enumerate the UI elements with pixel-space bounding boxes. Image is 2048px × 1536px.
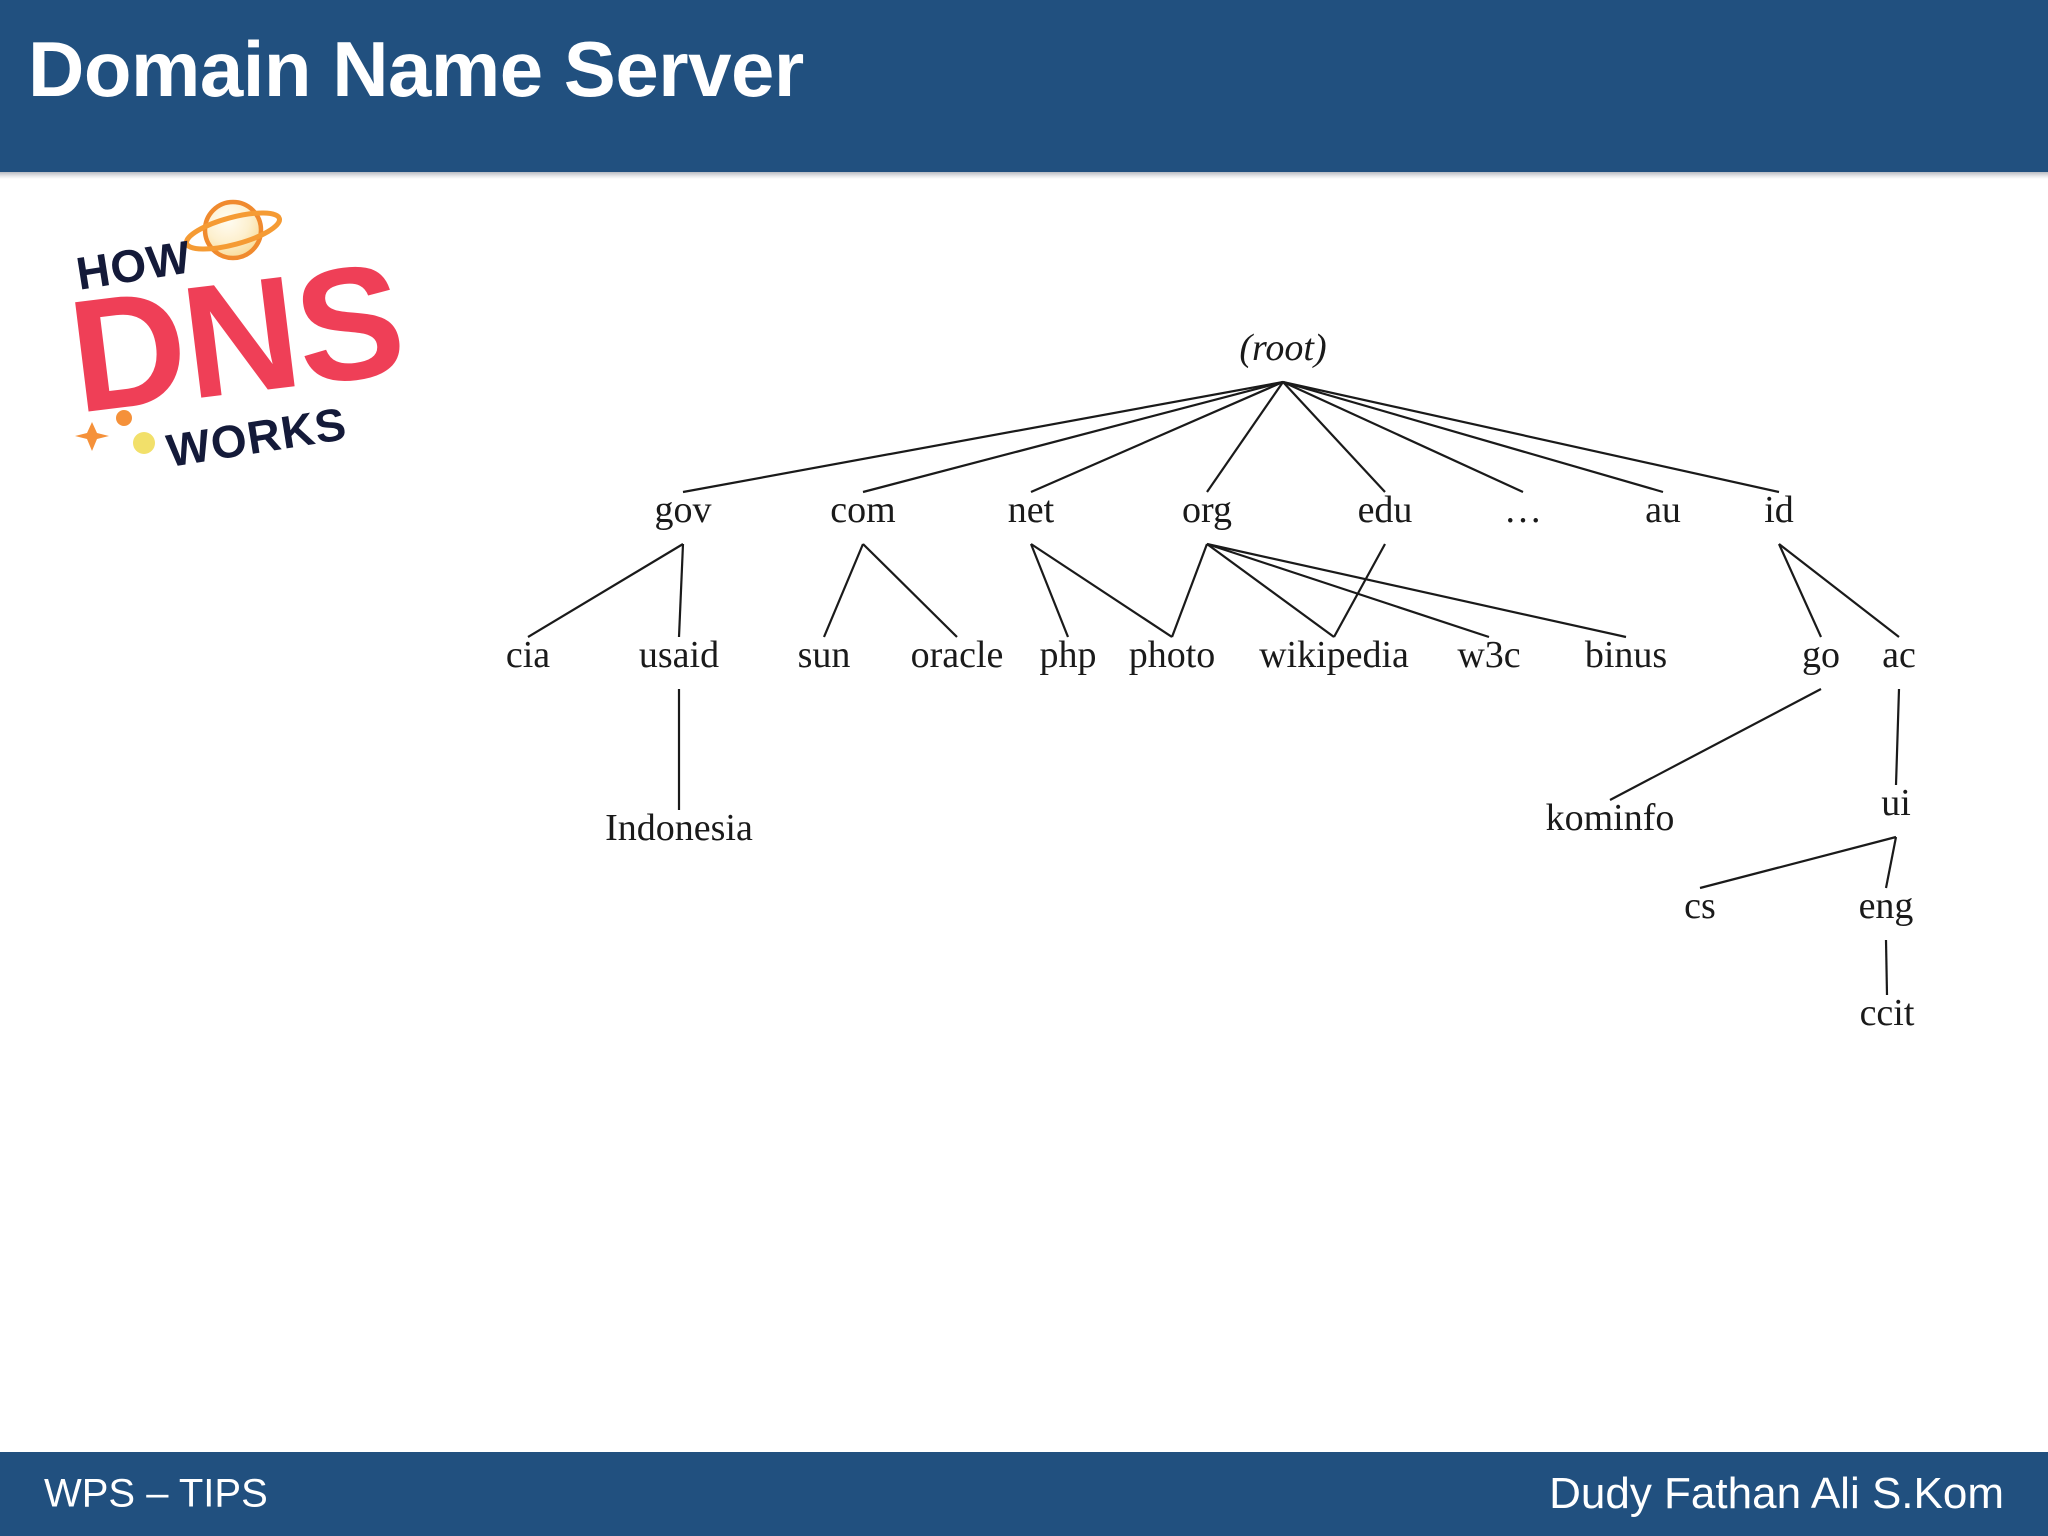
tree-node-id: id — [1764, 489, 1794, 531]
tree-node-net: net — [1008, 489, 1055, 531]
tree-node-indonesia: Indonesia — [605, 807, 753, 849]
tree-node-ellipsis: … — [1504, 489, 1542, 531]
tree-node-w3c: w3c — [1457, 634, 1520, 676]
tree-node-php: php — [1040, 634, 1097, 676]
tree-edge-ui-eng — [1884, 836, 1898, 889]
tree-edge-root-net — [1030, 380, 1284, 494]
tree-edge-root-au — [1282, 380, 1664, 494]
tree-edge-id-go — [1777, 543, 1823, 638]
tree-edge-ac-ui — [1894, 688, 1901, 786]
tree-edge-com-oracle — [862, 543, 958, 638]
tree-edge-id-ac — [1778, 543, 1900, 638]
header-bar: Domain Name Server — [0, 0, 2048, 179]
page-title: Domain Name Server — [28, 25, 804, 113]
tree-edge-root-ellipsis — [1282, 381, 1524, 493]
how-dns-works-logo: HOW DNS WORKS — [60, 186, 411, 477]
tree-node-au: au — [1645, 489, 1681, 531]
tree-node-ccit: ccit — [1860, 992, 1915, 1034]
footer-bar: WPS – TIPS Dudy Fathan Ali S.Kom — [0, 1452, 2048, 1536]
tree-edge-root-org — [1206, 381, 1284, 493]
tree-node-gov: gov — [655, 489, 712, 531]
tree-node-ac: ac — [1882, 634, 1916, 676]
tree-edge-gov-usaid — [677, 543, 685, 638]
tree-edge-net-php — [1029, 543, 1070, 638]
tree-node-wikipedia: wikipedia — [1259, 634, 1409, 676]
tree-edge-ui-cs — [1699, 835, 1897, 890]
tree-node-usaid: usaid — [639, 634, 719, 676]
tree-edge-root-com — [862, 380, 1284, 494]
tree-node-ui: ui — [1881, 782, 1911, 824]
dns-hierarchy-tree: (root) gov com net org edu … au id cia usaid sun ora… — [506, 327, 1916, 1034]
tree-edge-edu-wikipedia — [1333, 543, 1386, 638]
tree-node-sun: sun — [798, 634, 851, 676]
footer-author-label: Dudy Fathan Ali S.Kom — [1549, 1469, 2004, 1518]
tree-node-oracle: oracle — [911, 634, 1004, 676]
tree-node-photo: photo — [1129, 634, 1216, 676]
tree-edge-net-photo — [1030, 543, 1173, 638]
tree-node-cs: cs — [1684, 885, 1716, 927]
tree-node-edu: edu — [1358, 489, 1413, 531]
tree-edge-go-kominfo — [1609, 688, 1822, 801]
tree-node-kominfo: kominfo — [1546, 797, 1675, 839]
tree-edge-org-w3c — [1206, 542, 1490, 639]
tree-edge-com-sun — [822, 543, 865, 638]
tree-node-root: (root) — [1239, 327, 1326, 369]
tree-node-eng: eng — [1859, 885, 1914, 927]
footer-left-label: WPS – TIPS — [44, 1471, 268, 1516]
sparkles-icon — [68, 402, 188, 477]
tree-edge-root-edu — [1282, 381, 1386, 493]
tree-node-group: (root) gov com net org edu … au id cia usaid sun ora… — [506, 327, 1916, 1034]
tree-node-go: go — [1802, 634, 1840, 676]
tree-edge-gov-cia — [527, 543, 684, 638]
tree-edge-group — [527, 380, 1901, 996]
planet-icon — [176, 186, 286, 283]
tree-edge-eng-ccit — [1884, 939, 1889, 996]
tree-edge-org-photo — [1170, 543, 1209, 638]
tree-edge-root-gov — [682, 380, 1284, 494]
tree-node-org: org — [1182, 489, 1232, 531]
tree-edge-org-binus — [1206, 542, 1627, 639]
tree-edge-root-id — [1282, 380, 1780, 494]
tree-node-com: com — [830, 489, 895, 531]
tree-edge-org-wikipedia — [1206, 543, 1335, 638]
tree-node-cia: cia — [506, 634, 550, 676]
tree-node-binus: binus — [1585, 634, 1667, 676]
